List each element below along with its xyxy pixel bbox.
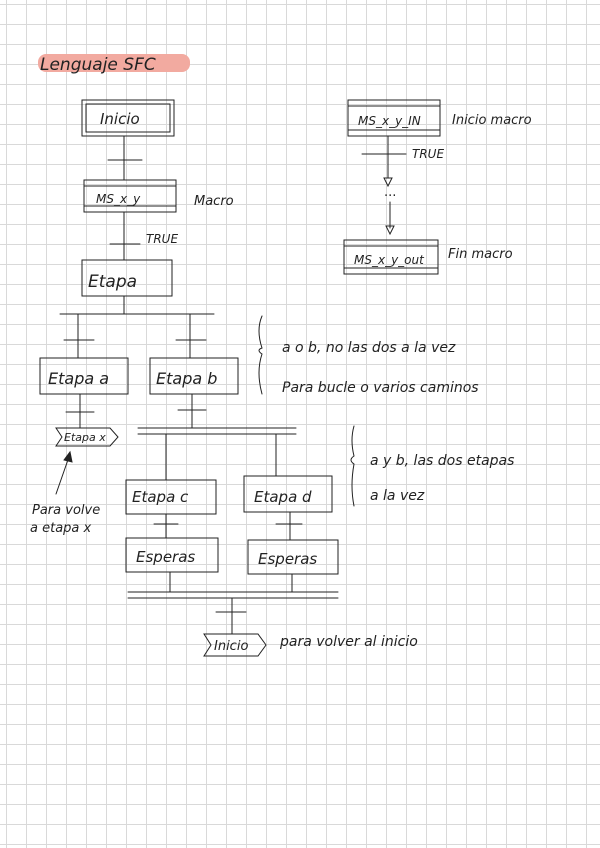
title-highlight	[38, 54, 190, 72]
macro-step-label: MS_x_y	[96, 192, 141, 206]
etapa-b-label: Etapa b	[156, 369, 217, 388]
inicio-macro-label: Inicio macro	[452, 113, 532, 128]
para-volver-line2: a etapa x	[30, 521, 92, 536]
true-label-main: TRUE	[146, 232, 178, 246]
esperas-2-label: Esperas	[258, 550, 317, 568]
macro-in-step[interactable]	[347, 99, 441, 137]
etapa-a-label: Etapa a	[48, 369, 109, 388]
jump-etapa-x-label: Etapa x	[64, 431, 106, 444]
inicio-step-label: Inicio	[100, 110, 140, 128]
etapa-label: Etapa	[88, 272, 137, 292]
para-volver-line1: Para volve	[32, 503, 100, 518]
arrow-head-2	[385, 225, 395, 236]
brace-parallel	[350, 425, 355, 507]
inicio-step-inner	[85, 103, 171, 133]
esperas-1-label: Esperas	[136, 548, 195, 566]
true-label-macro: TRUE	[412, 147, 444, 161]
etapa-c-step[interactable]	[125, 479, 217, 515]
jump-inicio-label: Inicio	[214, 639, 248, 654]
etapa-step[interactable]	[81, 259, 173, 297]
ellipsis-label: ...	[384, 185, 396, 200]
page-title: Lenguaje SFC	[40, 55, 156, 75]
jump-etapa-x-shape[interactable]	[55, 427, 119, 447]
macro-step-box[interactable]	[83, 179, 177, 213]
macro-out-label: MS_x_y_out	[354, 253, 425, 267]
note-parallel-2: a la vez	[370, 488, 425, 504]
fin-macro-label: Fin macro	[448, 247, 513, 262]
para-volver-inicio: para volver al inicio	[279, 634, 418, 650]
macro-in-label: MS_x_y_IN	[358, 114, 421, 128]
jump-inicio-shape[interactable]	[203, 633, 267, 657]
etapa-b-step[interactable]	[149, 357, 239, 395]
esperas-2-step[interactable]	[247, 539, 339, 575]
note-parallel-1: a y b, las dos etapas	[370, 453, 514, 469]
inicio-step-outer[interactable]	[81, 99, 175, 137]
macro-out-step[interactable]	[343, 239, 439, 275]
note-divergence-2: Para bucle o varios caminos	[282, 380, 479, 396]
arrow-head-1	[383, 177, 393, 188]
arrow-to-jump-head	[63, 450, 73, 463]
macro-label: Macro	[194, 194, 234, 209]
etapa-c-label: Etapa c	[132, 488, 189, 506]
etapa-a-step[interactable]	[39, 357, 129, 395]
esperas-1-step[interactable]	[125, 537, 219, 573]
brace-divergence	[258, 315, 263, 395]
etapa-d-step[interactable]	[243, 475, 333, 513]
etapa-d-label: Etapa d	[254, 488, 312, 506]
note-divergence-1: a o b, no las dos a la vez	[282, 340, 456, 356]
